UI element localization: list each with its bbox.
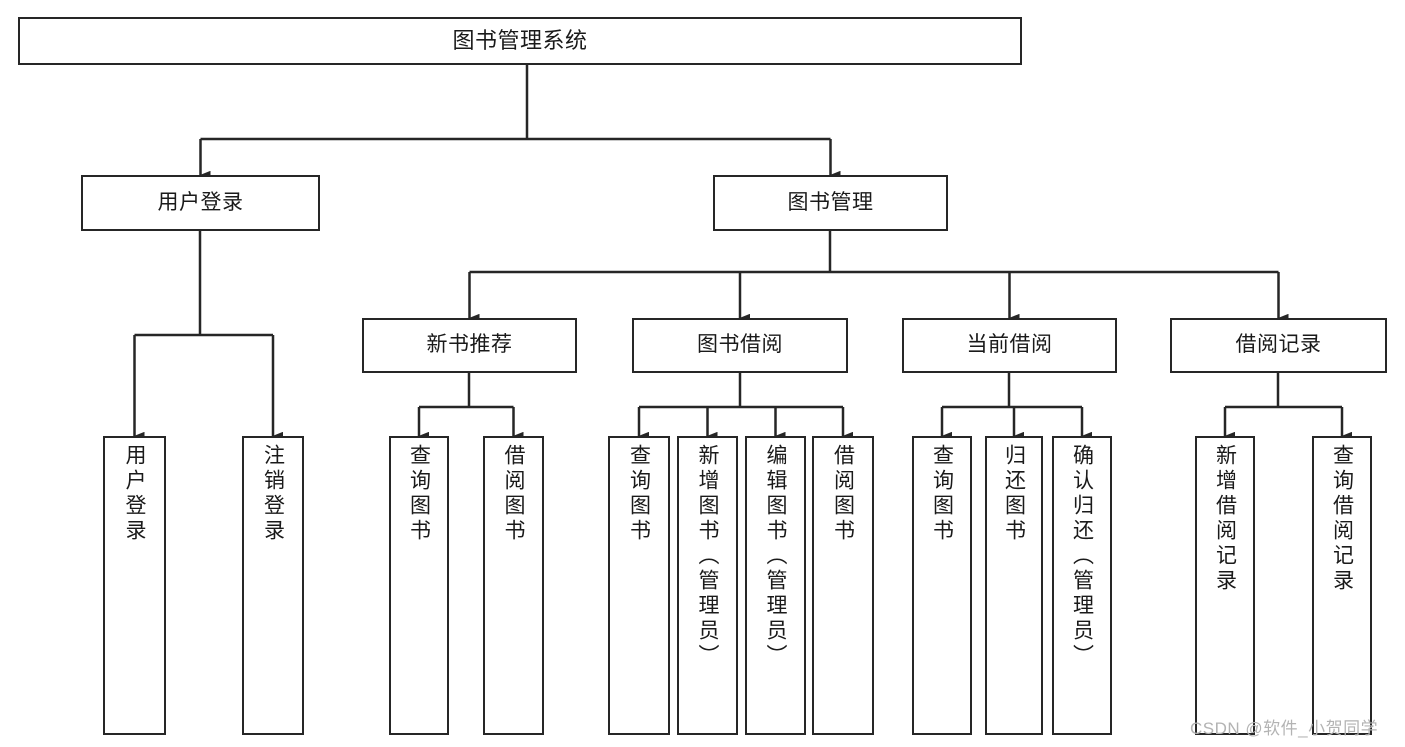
node-label: 当前借阅: [966, 333, 1053, 357]
node-leaf-return-book[interactable]: 归还图书: [985, 436, 1043, 735]
node-label: 确认归还（管理员）: [1070, 444, 1094, 669]
node-leaf-confirm-return-admin[interactable]: 确认归还（管理员）: [1052, 436, 1112, 735]
node-root[interactable]: 图书管理系统: [18, 17, 1022, 65]
node-label: 查询图书: [627, 444, 651, 544]
node-leaf-query-book-rec[interactable]: 查询图书: [389, 436, 449, 735]
node-leaf-query-book-cur[interactable]: 查询图书: [912, 436, 972, 735]
node-leaf-borrow-book[interactable]: 借阅图书: [812, 436, 874, 735]
node-leaf-user-logout[interactable]: 注销登录: [242, 436, 304, 735]
node-label: 新增图书（管理员）: [696, 444, 719, 669]
node-label: 归还图书: [1002, 444, 1026, 544]
node-label: 查询图书: [407, 444, 431, 544]
node-leaf-query-book-borrow[interactable]: 查询图书: [608, 436, 670, 735]
node-label: 编辑图书（管理员）: [764, 444, 787, 669]
node-leaf-edit-book-admin[interactable]: 编辑图书（管理员）: [745, 436, 806, 735]
node-label: 查询借阅记录: [1330, 444, 1354, 594]
node-label: 新书推荐: [426, 333, 513, 357]
node-book-borrow[interactable]: 图书借阅: [632, 318, 848, 373]
node-leaf-query-borrow-record[interactable]: 查询借阅记录: [1312, 436, 1372, 735]
node-user-login[interactable]: 用户登录: [81, 175, 320, 231]
node-new-book-rec[interactable]: 新书推荐: [362, 318, 577, 373]
node-label: 借阅记录: [1235, 333, 1322, 357]
node-leaf-user-login[interactable]: 用户登录: [103, 436, 166, 735]
node-current-borrow[interactable]: 当前借阅: [902, 318, 1117, 373]
node-leaf-add-book-admin[interactable]: 新增图书（管理员）: [677, 436, 738, 735]
node-label: 注销登录: [261, 444, 285, 544]
node-label: 图书管理系统: [452, 28, 588, 54]
node-label: 图书管理: [787, 190, 874, 214]
node-borrow-record[interactable]: 借阅记录: [1170, 318, 1387, 373]
node-label: 查询图书: [930, 444, 954, 544]
node-book-manage[interactable]: 图书管理: [713, 175, 948, 231]
node-leaf-borrow-book-rec[interactable]: 借阅图书: [483, 436, 544, 735]
node-label: 借阅图书: [831, 444, 855, 544]
node-label: 借阅图书: [502, 444, 525, 544]
node-leaf-add-borrow-record[interactable]: 新增借阅记录: [1195, 436, 1255, 735]
node-label: 新增借阅记录: [1213, 444, 1237, 594]
node-label: 用户登录: [157, 190, 244, 214]
node-label: 用户登录: [123, 444, 146, 544]
node-label: 图书借阅: [697, 333, 783, 357]
